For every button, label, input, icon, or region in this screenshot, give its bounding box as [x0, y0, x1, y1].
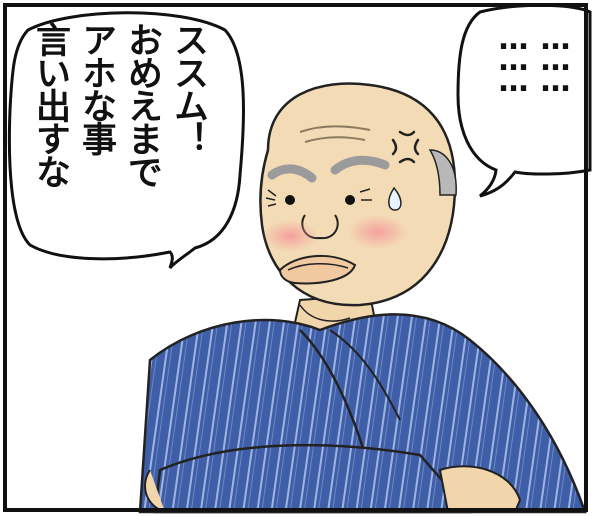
old-man-body	[138, 293, 587, 514]
speech-line-2: おめえまで	[122, 22, 162, 187]
ellipsis-line-2: ………	[496, 22, 531, 85]
sweat-drop-icon	[388, 186, 402, 211]
anger-vein-icon	[391, 130, 420, 164]
speech-line-4: 言い出すな	[30, 22, 70, 187]
speech-bubble-left	[7, 11, 246, 270]
ellipsis-line-1: ………	[538, 22, 573, 85]
speech-line-1: ススム！	[168, 22, 208, 154]
old-man-head	[259, 82, 457, 322]
speech-line-3: アホな事	[76, 22, 116, 154]
